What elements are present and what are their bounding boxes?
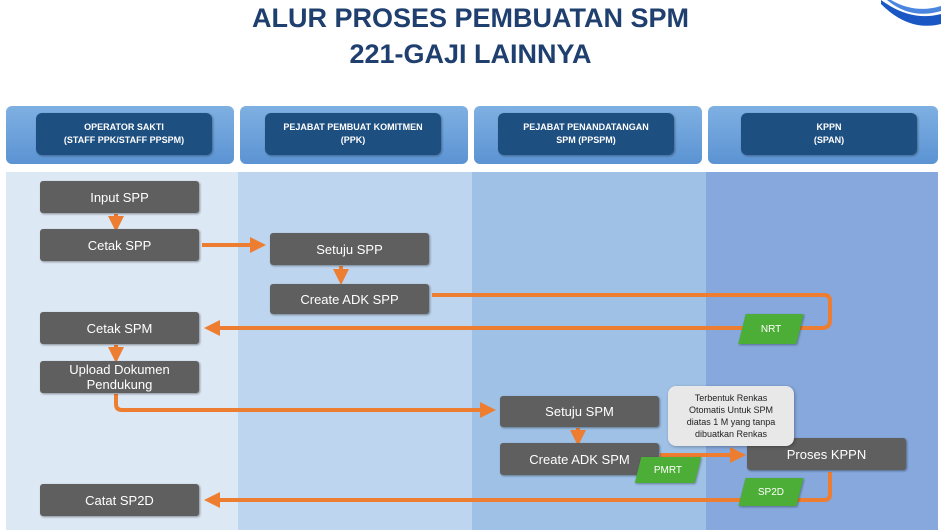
corner-swoosh-logo xyxy=(881,0,941,26)
page-title-line2: 221-GAJI LAINNYA xyxy=(349,39,592,69)
lane-label-kppn: KPPN (SPAN) xyxy=(741,113,917,155)
step-setuju-spp: Setuju SPP xyxy=(270,233,429,265)
swimlane-kppn xyxy=(706,172,938,530)
step-cetak-spm: Cetak SPM xyxy=(40,312,199,344)
swimlane-operator xyxy=(6,172,238,530)
doc-tag-nrt: NRT xyxy=(738,314,804,344)
page-title-line1: ALUR PROSES PEMBUATAN SPM xyxy=(251,3,690,33)
lane-label-operator: OPERATOR SAKTI (STAFF PPK/STAFF PPSPM) xyxy=(36,113,212,155)
step-input-spp: Input SPP xyxy=(40,181,199,213)
step-create-adk-spp: Create ADK SPP xyxy=(270,284,429,314)
lane-label-ppk: PEJABAT PEMBUAT KOMITMEN (PPK) xyxy=(265,113,441,155)
swimlane-ppk xyxy=(238,172,472,530)
step-upload-dokumen: Upload Dokumen Pendukung xyxy=(40,361,199,393)
lane-label-ppspm: PEJABAT PENANDATANGAN SPM (PPSPM) xyxy=(498,113,674,155)
doc-tag-sp2d: SP2D xyxy=(738,478,804,506)
step-catat-sp2d: Catat SP2D xyxy=(40,484,199,516)
renkas-note: Terbentuk Renkas Otomatis Untuk SPM diat… xyxy=(668,386,794,446)
step-setuju-spm: Setuju SPM xyxy=(500,396,659,427)
step-create-adk-spm: Create ADK SPM xyxy=(500,443,659,475)
doc-tag-pmrt: PMRT xyxy=(634,457,702,483)
step-cetak-spp: Cetak SPP xyxy=(40,229,199,261)
